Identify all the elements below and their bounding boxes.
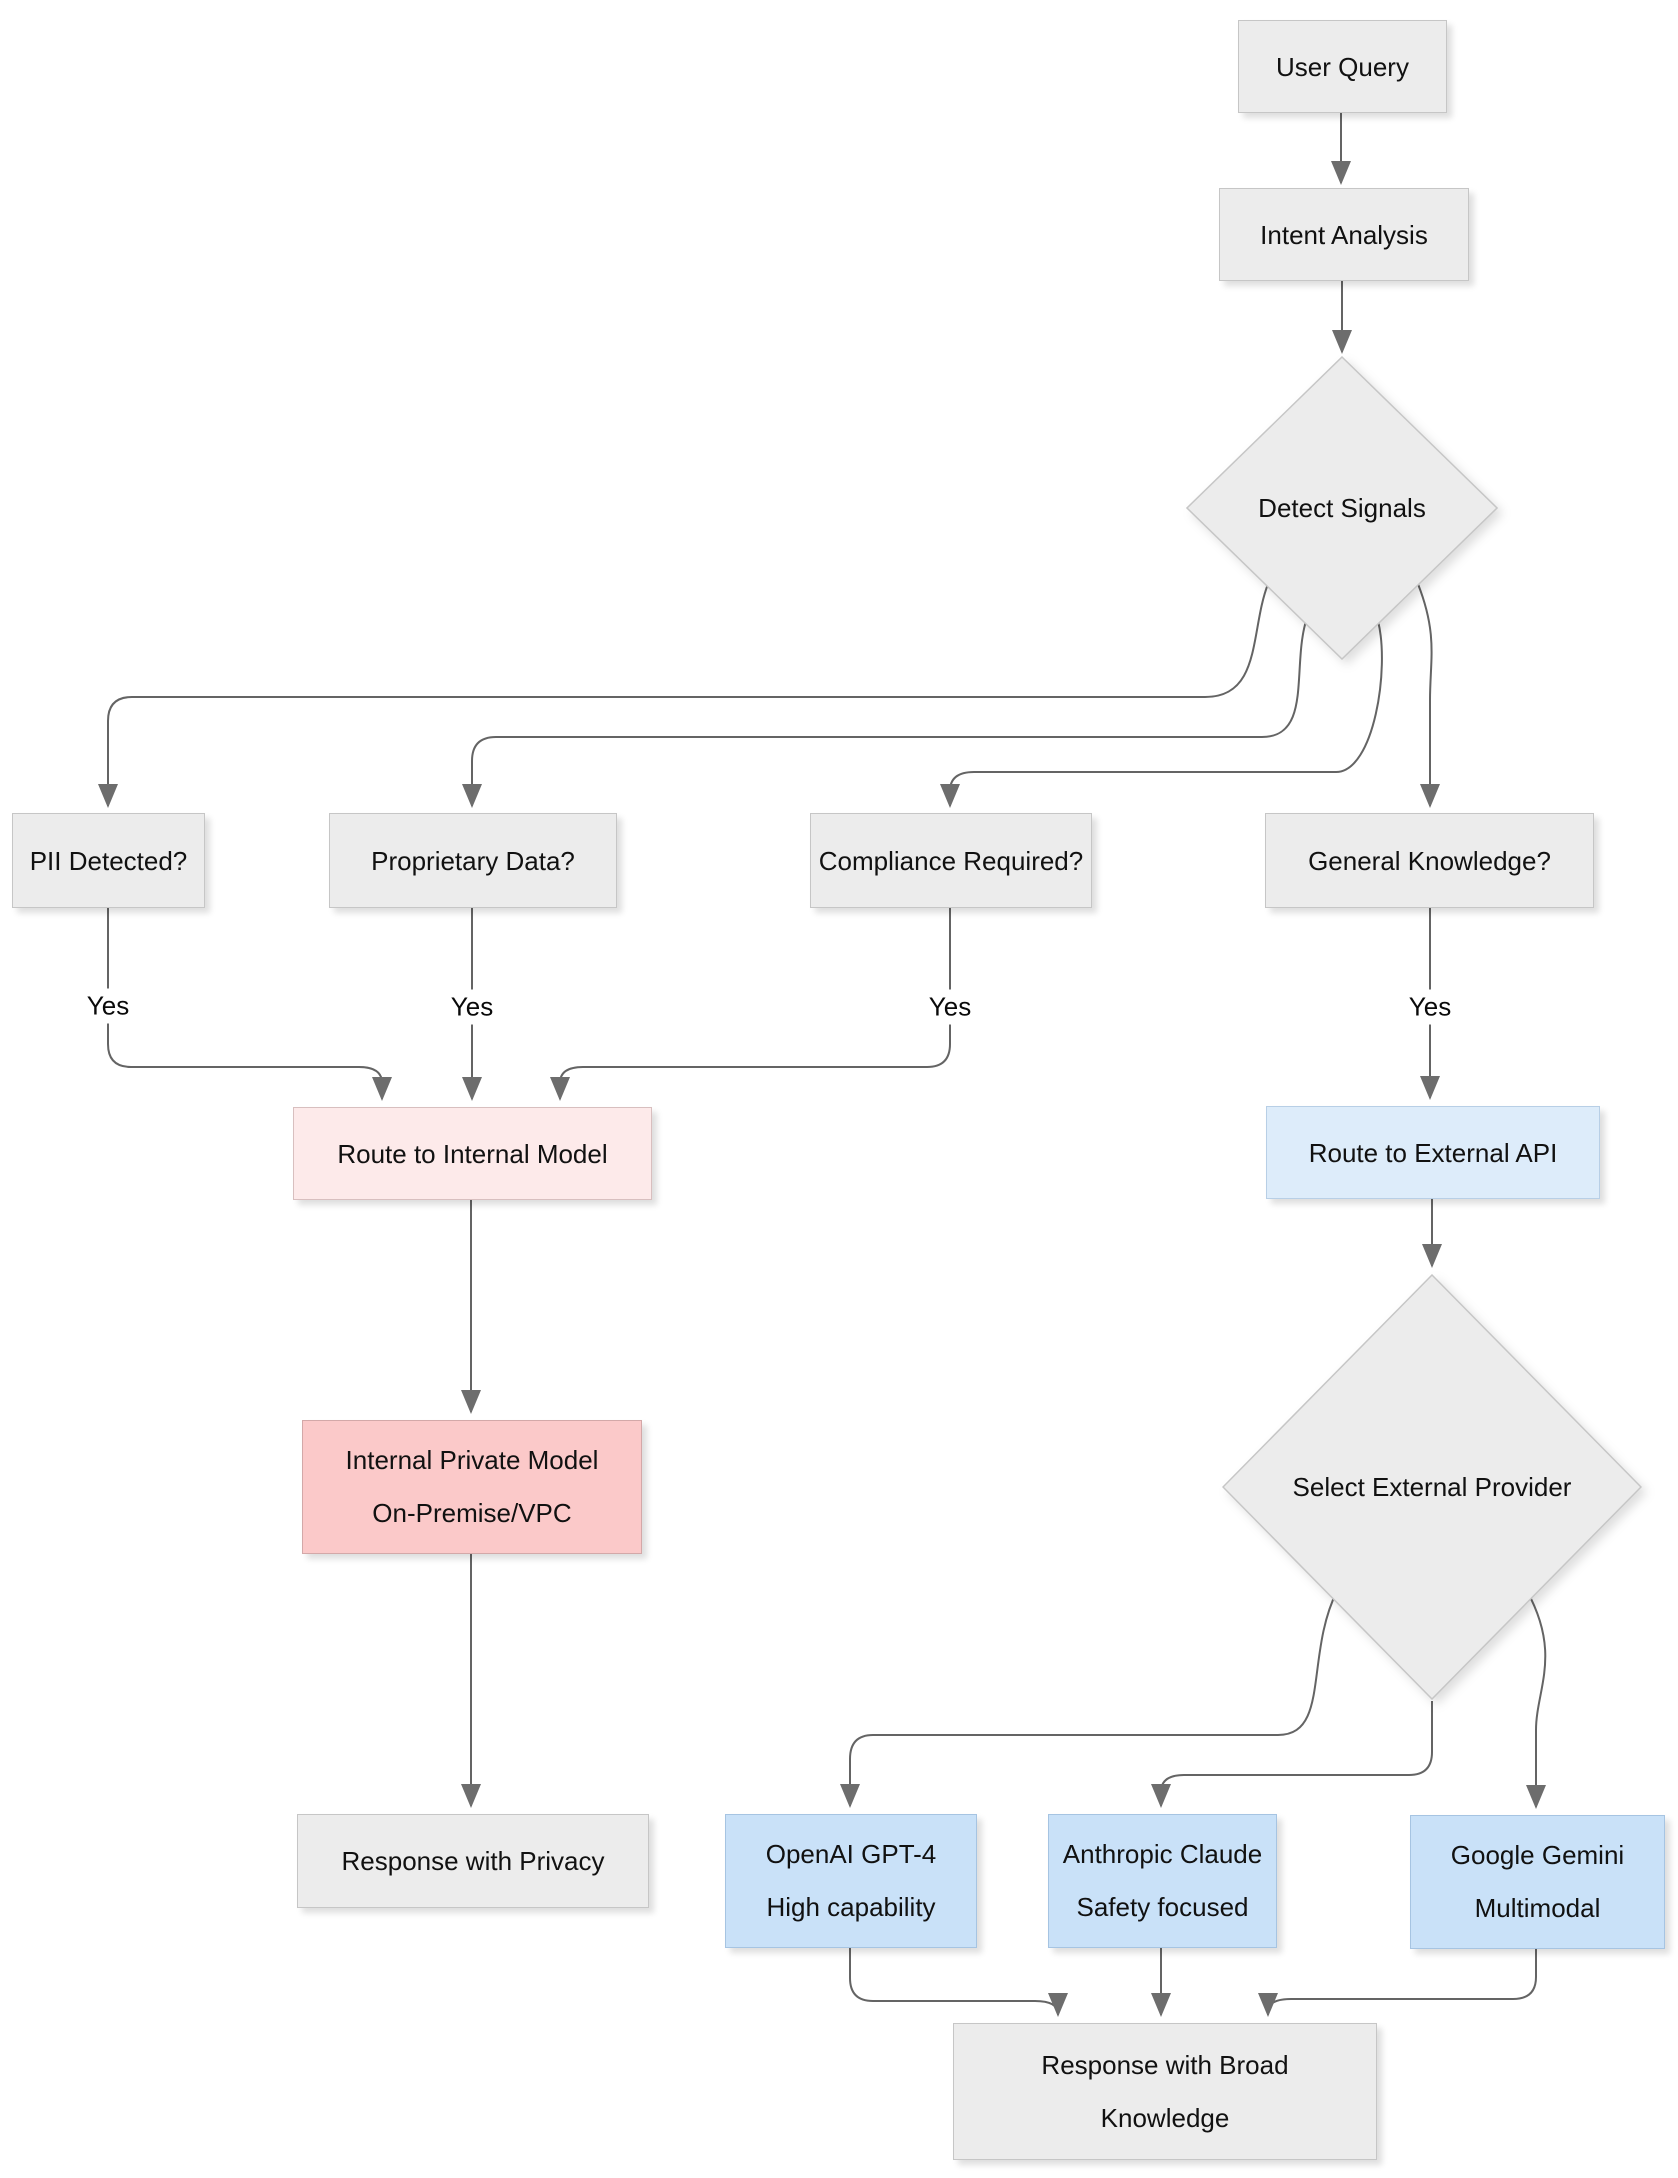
edge-label-compliance-yes: Yes <box>919 989 981 1025</box>
node-general-knowledge: General Knowledge? <box>1265 813 1594 908</box>
node-google-gemini-line2: Multimodal <box>1474 1893 1601 1923</box>
node-internal-private-model: Internal Private Model On-Premise/VPC <box>302 1420 642 1554</box>
edge-detect-signals-to-compliance <box>940 620 1383 808</box>
node-openai-gpt4: OpenAI GPT-4 High capability <box>725 1814 977 1948</box>
node-intent-analysis: Intent Analysis <box>1219 188 1469 281</box>
node-internal-private-model-line1: Internal Private Model <box>345 1445 599 1475</box>
node-compliance-required-label: Compliance Required? <box>818 845 1084 876</box>
node-anthropic-claude: Anthropic Claude Safety focused <box>1048 1814 1277 1948</box>
node-response-broad-knowledge: Response with Broad Knowledge <box>953 2023 1377 2160</box>
node-compliance-required: Compliance Required? <box>810 813 1092 908</box>
node-google-gemini: Google Gemini Multimodal <box>1410 1815 1665 1949</box>
node-proprietary-data-label: Proprietary Data? <box>371 845 575 876</box>
node-openai-gpt4-line1: OpenAI GPT-4 <box>765 1839 937 1869</box>
node-intent-analysis-label: Intent Analysis <box>1260 219 1428 250</box>
node-detect-signals-label: Detect Signals <box>1258 492 1426 523</box>
node-response-broad-knowledge-line2: Knowledge <box>1100 2102 1230 2133</box>
node-detect-signals: Detect Signals <box>1186 356 1498 660</box>
node-internal-private-model-line2: On-Premise/VPC <box>372 1498 572 1528</box>
edge-select-provider-to-anthropic <box>1151 1701 1433 1808</box>
node-route-external-api: Route to External API <box>1266 1106 1600 1199</box>
edge-select-provider-to-gemini <box>1526 1590 1547 1809</box>
node-select-external-provider: Select External Provider <box>1222 1274 1642 1700</box>
edge-label-proprietary-yes: Yes <box>441 989 503 1025</box>
node-select-external-provider-label: Select External Provider <box>1292 1471 1572 1502</box>
node-google-gemini-line1: Google Gemini <box>1450 1840 1625 1870</box>
select-provider-diamond-shape <box>1222 1274 1642 1700</box>
edge-label-general-yes: Yes <box>1399 989 1461 1025</box>
node-user-query-label: User Query <box>1276 51 1409 82</box>
node-anthropic-claude-line1: Anthropic Claude <box>1062 1839 1263 1869</box>
edge-compliance-to-route-internal <box>550 907 951 1101</box>
edge-gemini-to-response-broad <box>1258 1948 1537 2017</box>
detect-signals-diamond-shape <box>1186 356 1498 660</box>
node-route-external-api-label: Route to External API <box>1308 1137 1558 1168</box>
node-general-knowledge-label: General Knowledge? <box>1308 845 1551 876</box>
edge-pii-to-route-internal <box>107 907 392 1101</box>
edge-openai-to-response-broad <box>849 1947 1068 2017</box>
node-anthropic-claude-line2: Safety focused <box>1076 1892 1249 1922</box>
node-route-internal-model: Route to Internal Model <box>293 1107 652 1200</box>
edge-select-provider-to-openai <box>840 1590 1338 1808</box>
node-response-with-privacy: Response with Privacy <box>297 1814 649 1908</box>
node-route-internal-model-label: Route to Internal Model <box>337 1138 608 1169</box>
node-pii-detected-label: PII Detected? <box>29 845 188 876</box>
node-response-with-privacy-label: Response with Privacy <box>341 1846 605 1876</box>
node-pii-detected: PII Detected? <box>12 813 205 908</box>
node-openai-gpt4-line2: High capability <box>766 1892 936 1922</box>
edge-detect-signals-to-pii <box>98 583 1269 808</box>
edge-label-pii-yes: Yes <box>77 988 139 1024</box>
node-user-query: User Query <box>1238 20 1447 113</box>
node-proprietary-data: Proprietary Data? <box>329 813 617 908</box>
node-response-broad-knowledge-line1: Response with Broad <box>1041 2049 1289 2080</box>
edge-detect-signals-to-general <box>1417 583 1440 808</box>
edge-detect-signals-to-proprietary <box>462 620 1307 808</box>
